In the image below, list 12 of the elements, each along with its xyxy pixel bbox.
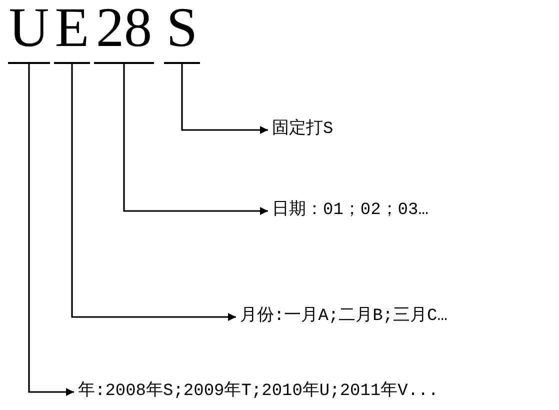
leader-arrow bbox=[123, 64, 268, 215]
description-text: 月份:一月A;二月B;三月C… bbox=[240, 305, 448, 329]
description-text: 日期：01；02；03… bbox=[272, 199, 428, 223]
code-character: S bbox=[164, 4, 200, 64]
description-text: 年:2008年S;2009年T;2010年U;2011年V... bbox=[78, 380, 438, 404]
description-text: 固定打S bbox=[272, 118, 334, 142]
code-character: E bbox=[54, 4, 90, 64]
leader-arrow bbox=[28, 64, 74, 396]
leader-arrow bbox=[71, 64, 236, 321]
code-character: U bbox=[8, 4, 50, 64]
leader-arrow bbox=[181, 64, 268, 134]
code-character: 28 bbox=[94, 4, 154, 64]
